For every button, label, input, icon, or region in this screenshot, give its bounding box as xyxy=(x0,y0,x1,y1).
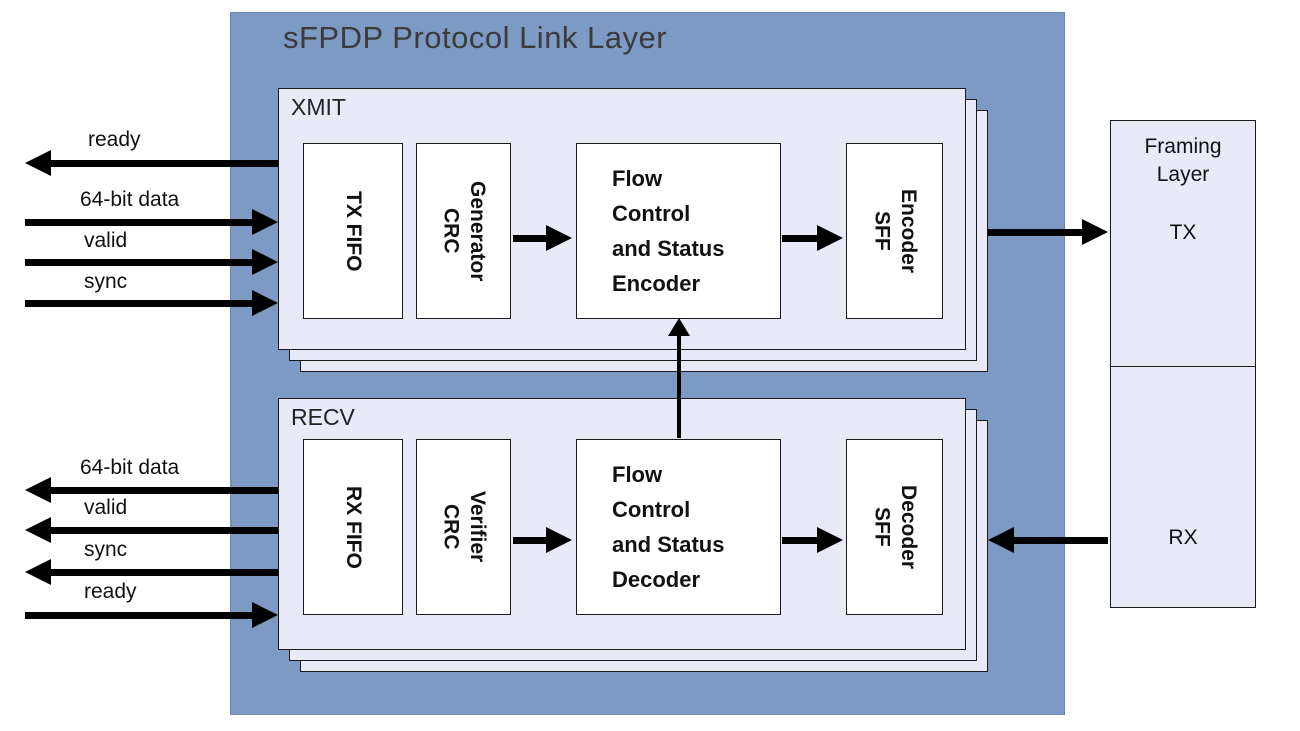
arrow-head-left xyxy=(25,477,51,503)
framing-to-sff-decoder-arrow xyxy=(988,527,1108,553)
flow-control-status-encoder-box: Flow Control and Status Encoder xyxy=(576,143,781,319)
sff-encoder-label: SFF Encoder xyxy=(870,188,920,274)
framing-tx-label: TX xyxy=(1169,221,1197,244)
rx-fifo-label: RX FIFO xyxy=(342,485,366,569)
arrow-head-right xyxy=(546,225,572,251)
xmit-data-in-arrow xyxy=(25,209,278,235)
arrow-head-left xyxy=(25,150,51,176)
tx-fifo-box: TX FIFO xyxy=(303,143,403,319)
arrow-head-right xyxy=(1082,219,1108,245)
arrow-head-up xyxy=(668,318,690,336)
sff-encoder-to-framing-arrow xyxy=(988,219,1108,245)
arrow-head-right xyxy=(252,209,278,235)
xmit-sync-in-arrow xyxy=(25,290,278,316)
decoder-to-encoder-status-arrow xyxy=(668,318,690,438)
recv-block-label: RECV xyxy=(291,404,355,430)
tx-fifo-label: TX FIFO xyxy=(342,190,366,272)
sff-decoder-label: SFF Decoder xyxy=(870,484,920,570)
diagram-title: sFPDP Protocol Link Layer xyxy=(283,20,668,55)
recv-data-out-arrow xyxy=(25,477,278,503)
sff-encoder-box: SFF Encoder xyxy=(846,143,943,319)
framing-layer-box: Framing Layer TX RX xyxy=(1110,120,1256,608)
crc-verifier-box: CRC Verifier xyxy=(416,439,511,615)
recv-valid-out-arrow xyxy=(25,517,278,543)
arrow-head-left xyxy=(25,517,51,543)
flow-control-status-decoder-label: Flow Control and Status Decoder xyxy=(612,462,725,592)
flow-control-status-encoder-label: Flow Control and Status Encoder xyxy=(612,166,725,296)
xmit-valid-label: valid xyxy=(84,229,128,252)
recv-ready-in-arrow xyxy=(25,602,278,628)
crc-verifier-label: CRC Verifier xyxy=(439,491,489,563)
xmit-data-label: 64-bit data xyxy=(80,188,180,211)
arrow-head-right xyxy=(817,527,843,553)
recv-ready-label: ready xyxy=(84,580,137,603)
recv-valid-label: valid xyxy=(84,496,128,519)
xmit-ready-label: ready xyxy=(88,128,141,151)
crc-to-flow-encoder-arrow xyxy=(513,225,572,251)
arrow-head-right xyxy=(252,290,278,316)
xmit-block: XMIT TX FIFO CRC Generator Flow Control … xyxy=(278,88,966,350)
arrow-head-right xyxy=(252,249,278,275)
flow-decoder-to-sff-arrow xyxy=(782,527,843,553)
sff-decoder-box: SFF Decoder xyxy=(846,439,943,615)
flow-encoder-to-sff-arrow xyxy=(782,225,843,251)
crc-to-flow-decoder-arrow xyxy=(513,527,572,553)
framing-layer-title: Framing Layer xyxy=(1144,135,1222,186)
xmit-ready-out-arrow xyxy=(25,150,278,176)
recv-sync-label: sync xyxy=(84,538,128,561)
arrow-head-right xyxy=(546,527,572,553)
crc-generator-label: CRC Generator xyxy=(439,180,489,282)
framing-divider xyxy=(1111,366,1255,367)
arrow-head-left xyxy=(25,559,51,585)
flow-control-status-decoder-box: Flow Control and Status Decoder xyxy=(576,439,781,615)
arrow-head-right xyxy=(817,225,843,251)
xmit-block-label: XMIT xyxy=(291,94,346,120)
xmit-sync-label: sync xyxy=(84,270,128,293)
xmit-valid-in-arrow xyxy=(25,249,278,275)
arrow-head-right xyxy=(252,602,278,628)
arrow-head-left xyxy=(988,527,1014,553)
framing-rx-label: RX xyxy=(1168,526,1198,549)
crc-generator-box: CRC Generator xyxy=(416,143,511,319)
recv-sync-out-arrow xyxy=(25,559,278,585)
rx-fifo-box: RX FIFO xyxy=(303,439,403,615)
recv-data-label: 64-bit data xyxy=(80,456,180,479)
recv-block: RECV RX FIFO CRC Verifier Flow Control a… xyxy=(278,398,966,650)
